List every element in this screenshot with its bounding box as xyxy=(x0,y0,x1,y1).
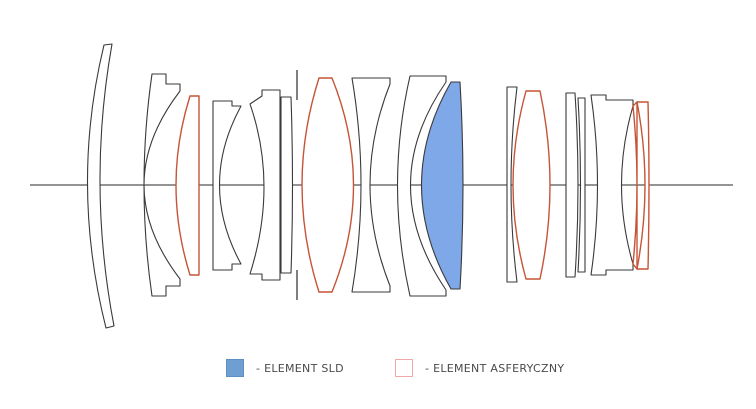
lens-element-6 xyxy=(280,96,294,274)
lens-element-9 xyxy=(397,75,447,297)
lens-element-5 xyxy=(249,89,281,281)
lens-element-2 xyxy=(143,73,181,297)
lens-element-1 xyxy=(86,43,115,329)
legend-item-sld: - ELEMENT SLD xyxy=(226,356,344,380)
lens-element-17-aspherical xyxy=(632,101,638,270)
sld-swatch xyxy=(226,359,244,377)
lens-element-10-sld xyxy=(420,81,464,290)
lens-element-14 xyxy=(577,97,586,273)
lens-element-13 xyxy=(565,92,579,278)
lens-element-8 xyxy=(351,77,391,293)
lens-element-11 xyxy=(506,86,518,283)
legend-label-sld: - ELEMENT SLD xyxy=(256,361,344,375)
legend-item-aspherical: - ELEMENT ASFERYCZNY xyxy=(395,356,564,380)
lens-element-3-aspherical xyxy=(175,95,200,276)
lens-element-16-aspherical xyxy=(636,101,650,270)
aspherical-swatch xyxy=(395,359,413,377)
lens-element-12-aspherical xyxy=(512,90,551,280)
lens-element-4 xyxy=(212,100,242,271)
lens-element-15 xyxy=(590,94,634,276)
legend-label-aspherical: - ELEMENT ASFERYCZNY xyxy=(425,361,565,375)
lens-element-7-aspherical xyxy=(301,77,355,293)
